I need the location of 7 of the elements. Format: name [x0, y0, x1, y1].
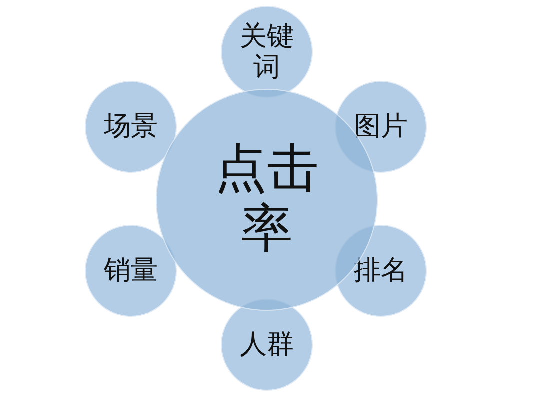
circle-label: 排名 [354, 255, 408, 287]
circle-label: 关键词 [239, 20, 295, 84]
circle-label: 人群 [240, 329, 294, 361]
circle-label: 点击率 [214, 140, 320, 260]
circle-label: 场景 [104, 111, 158, 143]
circle-label: 图片 [354, 111, 408, 143]
circle-label: 销量 [104, 255, 158, 287]
